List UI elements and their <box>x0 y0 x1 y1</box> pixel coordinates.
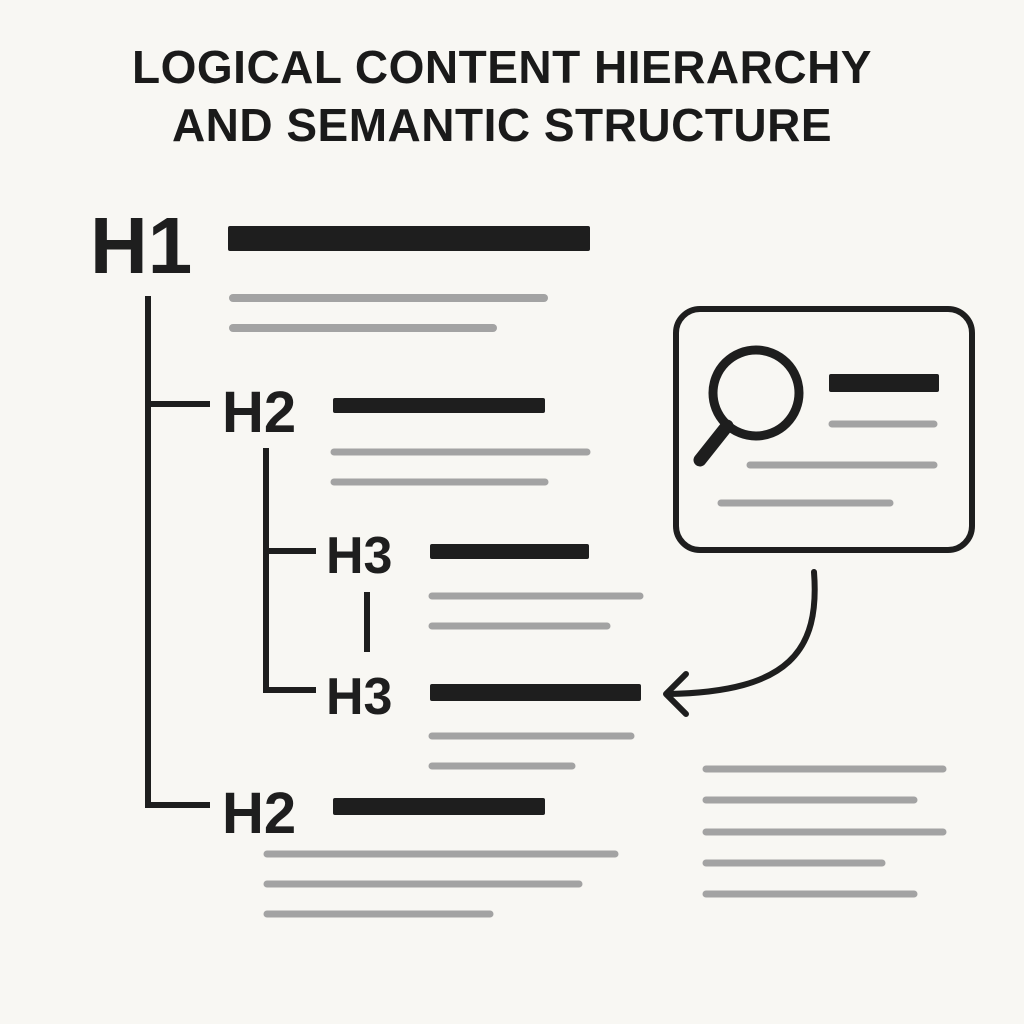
h1-text-lines <box>229 294 548 332</box>
title-line-2: AND SEMANTIC STRUCTURE <box>171 99 833 151</box>
diagram-title: LOGICAL CONTENT HIERARCHY AND SEMANTIC S… <box>0 38 1004 154</box>
h3-first-text-lines <box>428 592 644 630</box>
curved-arrow-icon <box>663 569 818 717</box>
magnifier-icon <box>693 345 804 467</box>
side-text-block <box>702 765 947 898</box>
h3-first-label: H3 <box>326 527 392 585</box>
h2-second-label: H2 <box>222 781 296 846</box>
search-result-card <box>673 306 975 553</box>
h2-second-heading-bar <box>333 798 545 815</box>
card-frame <box>673 306 975 553</box>
card-text-lines <box>717 420 938 507</box>
h3-second-heading-bar <box>430 684 641 701</box>
h3-first-heading-bar <box>430 544 589 559</box>
h1-heading-bar <box>228 226 590 251</box>
card-title-bar <box>829 374 939 392</box>
h2-first-heading-bar <box>333 398 545 413</box>
h3-second-text-lines <box>428 732 635 770</box>
tree-connectors <box>145 296 370 808</box>
title-line-1: LOGICAL CONTENT HIERARCHY <box>132 41 872 93</box>
h2-branch-connector <box>263 448 316 693</box>
h2-first-label: H2 <box>222 380 296 445</box>
h2-first-text-lines <box>330 448 591 486</box>
h3-second-label: H3 <box>326 668 392 726</box>
h1-label: H1 <box>90 201 192 290</box>
h2-second-text-lines <box>263 850 619 918</box>
h1-branch-connector <box>145 296 210 808</box>
